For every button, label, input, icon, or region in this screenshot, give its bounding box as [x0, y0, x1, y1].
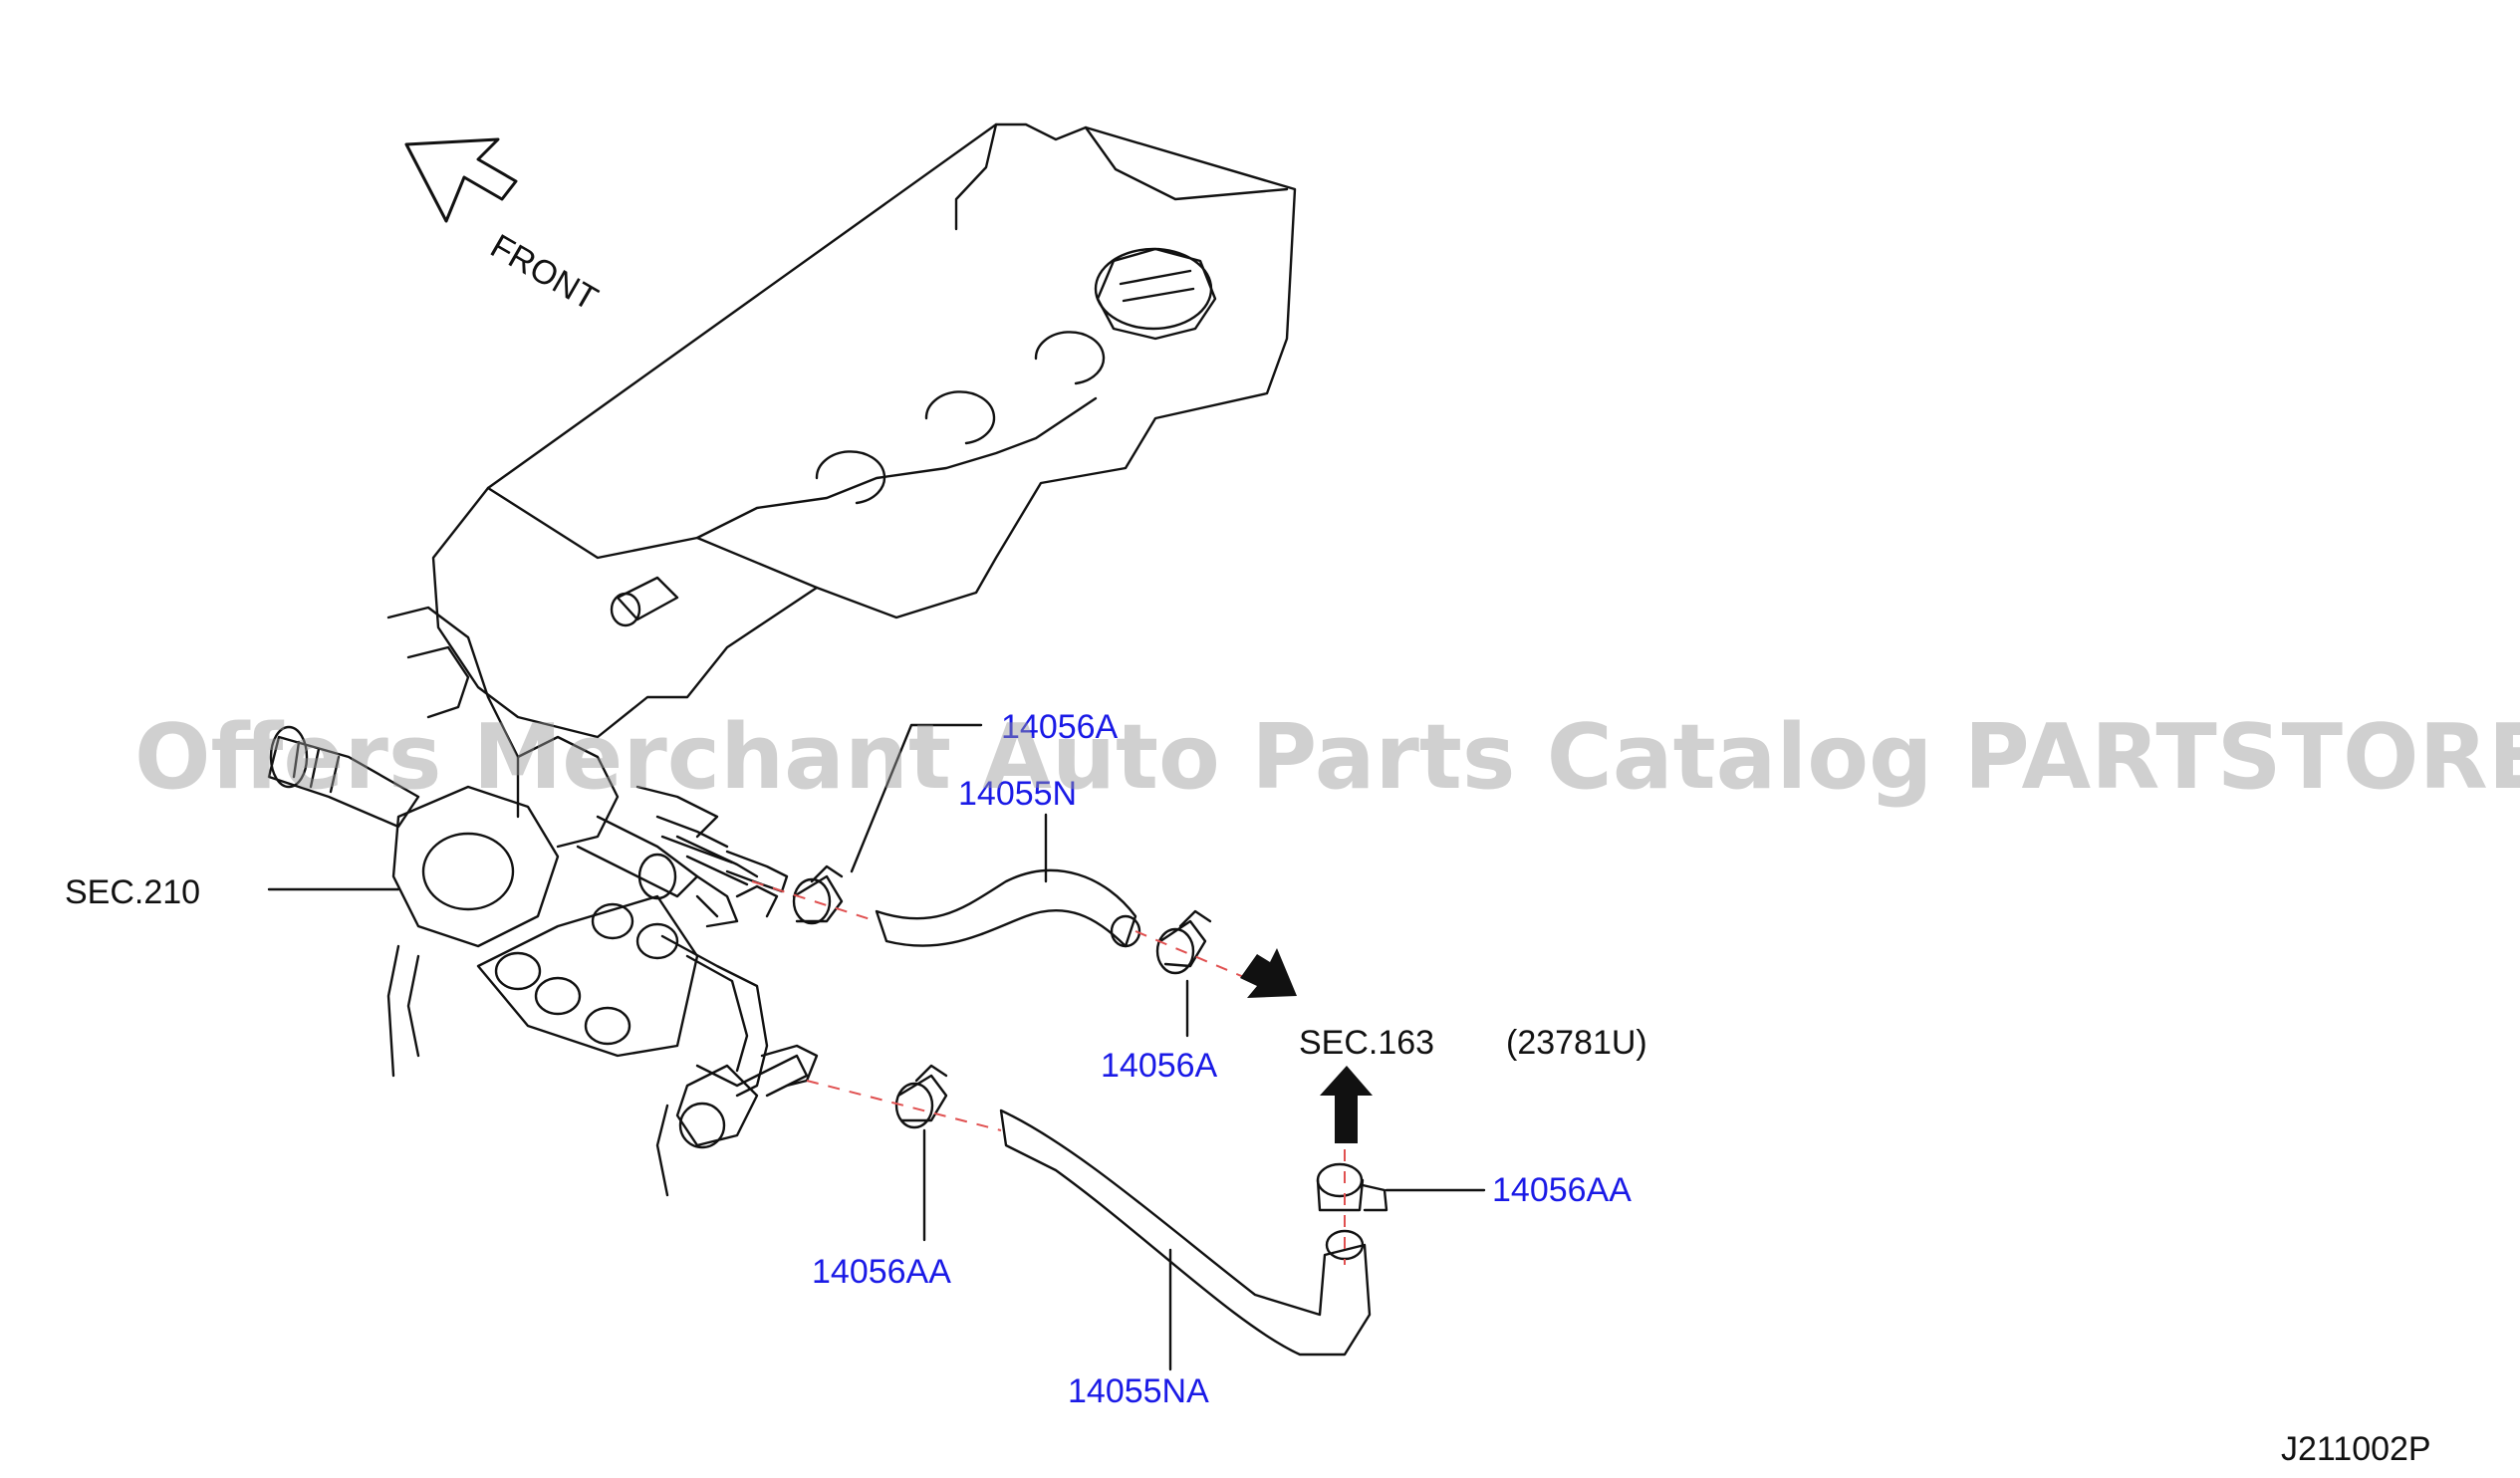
part-14056aa-left[interactable]: 14056AA: [812, 1253, 951, 1291]
part-14055n[interactable]: 14055N: [958, 775, 1078, 813]
valve-cover: [431, 123, 1297, 739]
part-14056a-right[interactable]: 14056A: [1101, 1047, 1218, 1085]
hose-14055n: [875, 868, 1137, 948]
diagram-id: J211002P: [2281, 1430, 2431, 1468]
clamp-14056a-right: [1155, 909, 1212, 975]
plug-hole-1: [1034, 331, 1106, 385]
arrow-to-sec163-up: [1320, 1066, 1373, 1143]
front-arrow-icon: [404, 137, 518, 223]
clamp-14056aa-right: [1316, 1162, 1388, 1212]
water-outlet-housing: [391, 785, 560, 948]
label-ref-23781u: (23781U): [1506, 1024, 1647, 1062]
part-14056a-top[interactable]: 14056A: [1001, 708, 1119, 746]
label-sec210[interactable]: SEC.210: [65, 873, 201, 911]
label-sec163[interactable]: SEC.163: [1299, 1024, 1435, 1062]
plug-hole-2: [924, 390, 996, 445]
arrow-to-sec163-right: [1240, 948, 1297, 998]
part-14055na[interactable]: 14055NA: [1068, 1372, 1209, 1410]
clamp-14056aa-left: [894, 1064, 948, 1129]
hose-14055na: [999, 1108, 1372, 1356]
watermark: Offers Merchant Auto Parts Catalog PARTS…: [134, 705, 2520, 810]
part-14056aa-right[interactable]: 14056AA: [1492, 1171, 1632, 1209]
clamp-14056a-top: [792, 864, 844, 925]
plug-hole-3: [815, 450, 886, 505]
